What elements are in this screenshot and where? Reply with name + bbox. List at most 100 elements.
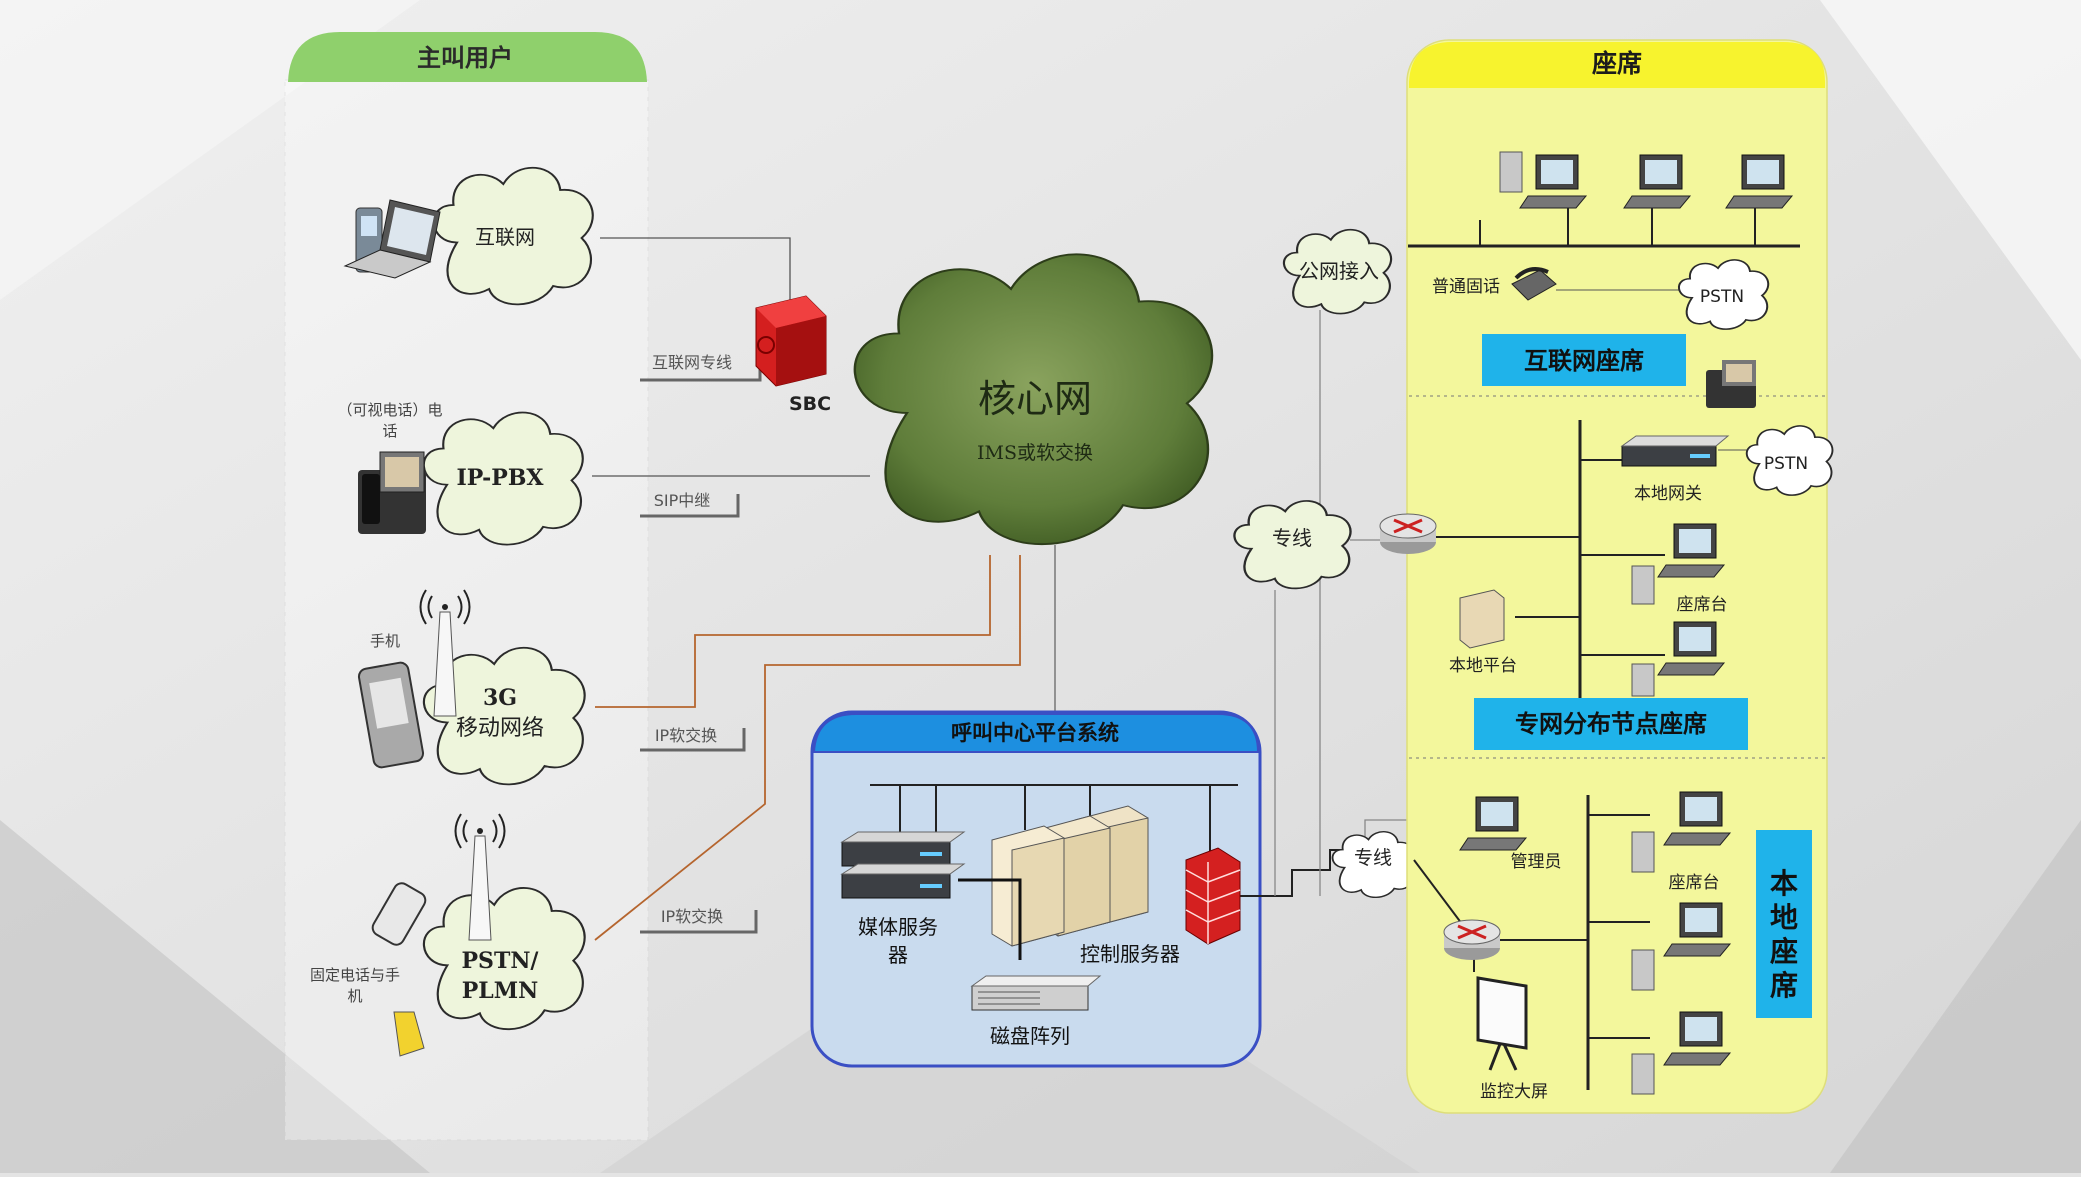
agent-desk-label-local: 座席台	[1669, 873, 1720, 893]
caller-header	[288, 32, 647, 82]
router-icon	[1443, 919, 1501, 960]
agent-desk-label-private: 座席台	[1677, 595, 1728, 615]
local-platform-label: 本地平台	[1449, 656, 1517, 676]
internet-agent-label: 互联网座席	[1524, 347, 1644, 375]
ip-softswitch-label-2: IP软交换	[661, 907, 723, 926]
local-agent-section: 管理员 监控大屏 座席台 本 地 座	[1413, 791, 1812, 1102]
internet-cloud: 互联网	[434, 168, 593, 305]
call-center-platform: 呼叫中心平台系统 媒体服务 器 控制服务器	[810, 710, 1365, 1068]
pstn-label: PSTN/	[462, 948, 540, 974]
ip-softswitch-tag-1: IP软交换	[640, 726, 746, 752]
media-server-label-line1: 媒体服务	[858, 915, 938, 939]
pc-icon	[1499, 151, 1588, 209]
agent-title: 座席	[1592, 49, 1642, 78]
core-subtitle: IMS或软交换	[977, 442, 1093, 464]
3g-label: 3G	[483, 685, 517, 711]
core-title: 核心网	[978, 377, 1092, 421]
caller-panel: 主叫用户	[284, 32, 649, 1141]
sbc-device-icon	[755, 295, 827, 387]
local-agent-label-3: 座	[1770, 935, 1798, 968]
media-server-icon	[840, 831, 966, 899]
local-agent-label-2: 地	[1770, 901, 1798, 934]
local-agent-box	[1756, 830, 1812, 1018]
ip-softswitch-tag-2: IP软交换	[640, 907, 758, 934]
local-agent-label-4: 席	[1770, 969, 1798, 1002]
internet-line-label: 互联网专线	[652, 353, 732, 372]
internet-agent-box	[1482, 334, 1686, 386]
plmn-label: PLMN	[462, 978, 538, 1004]
mobile-device-label: 手机	[370, 632, 400, 650]
media-server-label-line2: 器	[888, 943, 908, 967]
antenna-icon	[419, 589, 471, 717]
pc-icon	[1459, 796, 1528, 851]
pstn-cloud: PSTN/ PLMN	[424, 888, 585, 1029]
platform-title: 呼叫中心平台系统	[951, 721, 1119, 745]
video-phone-label-line2: 话	[382, 422, 397, 440]
pc-icon	[1631, 791, 1732, 873]
video-phone-icon-agent	[1706, 360, 1756, 408]
big-screen-label: 监控大屏	[1480, 1082, 1548, 1102]
telephone-icon	[1511, 267, 1557, 301]
core-network-cloud: 核心网 IMS或软交换	[855, 254, 1212, 544]
private-agent-section: 本地网关 PSTN 座席台 本地平台 专网分布节点座席	[1379, 420, 1833, 750]
platform-bus	[870, 784, 1365, 897]
antenna-icon	[454, 813, 506, 941]
internet-label: 互联网	[475, 225, 535, 249]
pstn-label-internet: PSTN	[1700, 287, 1744, 307]
pstn-cloud-internet: PSTN	[1679, 260, 1768, 329]
control-server-label: 控制服务器	[1080, 942, 1180, 966]
bg-facet	[1830, 820, 2081, 1173]
bg-facet	[0, 820, 430, 1173]
flip-phone-icon	[371, 882, 427, 946]
ippbx-label: IP-PBX	[457, 465, 545, 491]
fixed-phone-label-line1: 固定电话与手	[310, 966, 400, 984]
sip-trunk-tag: SIP中继	[640, 491, 740, 518]
video-phone-icon	[358, 451, 426, 534]
pc-icon	[1623, 154, 1692, 209]
private-agent-box	[1474, 698, 1748, 750]
laptop-icon	[343, 199, 441, 279]
router-icon	[1379, 513, 1437, 554]
video-phone-label-line1: （可视电话）电	[337, 401, 442, 419]
disk-array-label: 磁盘阵列	[990, 1024, 1070, 1048]
pc-icon	[1631, 523, 1726, 605]
disk-array-icon	[958, 878, 1102, 1011]
pc-icon	[1631, 902, 1732, 991]
control-server-icon	[991, 805, 1149, 947]
pc-icon	[1631, 1011, 1732, 1095]
caller-title: 主叫用户	[417, 44, 513, 72]
public-access-label: 公网接入	[1299, 259, 1379, 283]
firewall-icon	[1185, 847, 1241, 945]
pstn-cloud-private: PSTN	[1747, 426, 1833, 495]
local-gateway-label: 本地网关	[1634, 484, 1702, 504]
public-access-cloud: 公网接入	[1284, 230, 1391, 314]
ippbx-cloud: IP-PBX	[424, 412, 583, 544]
private-line-cloud-1: 专线	[1234, 501, 1350, 588]
fixed-phone-label-line2: 机	[347, 987, 362, 1005]
private-line-label-2: 专线	[1354, 847, 1392, 869]
pstn-label-private: PSTN	[1764, 454, 1808, 474]
local-agent-label-1: 本	[1770, 867, 1798, 900]
mobile-handset-icon	[357, 661, 425, 769]
desk-phone-icon	[393, 1011, 425, 1057]
internet-agent-section: 普通固话 PSTN 互联网座席	[1408, 151, 1800, 408]
private-agent-label: 专网分布节点座席	[1515, 710, 1707, 738]
mobile-cloud: 3G 移动网络	[424, 648, 585, 785]
landline-label: 普通固话	[1432, 277, 1500, 297]
sip-trunk-label: SIP中继	[654, 491, 711, 510]
ip-trunk-links	[594, 555, 1021, 941]
sbc-label: SBC	[789, 393, 831, 415]
gateway-icon	[1620, 435, 1730, 467]
admin-label: 管理员	[1511, 852, 1562, 872]
server-tower-icon	[1459, 589, 1505, 649]
projector-screen-icon	[1476, 976, 1528, 1071]
ip-softswitch-label-1: IP软交换	[655, 726, 717, 745]
private-line-label-1: 专线	[1272, 526, 1312, 550]
bg-facet	[1820, 0, 2081, 360]
mobile-network-label: 移动网络	[456, 716, 544, 741]
pc-icon	[1631, 621, 1726, 697]
private-line-cloud-2: 专线	[1333, 832, 1415, 898]
pc-icon	[1725, 154, 1794, 209]
